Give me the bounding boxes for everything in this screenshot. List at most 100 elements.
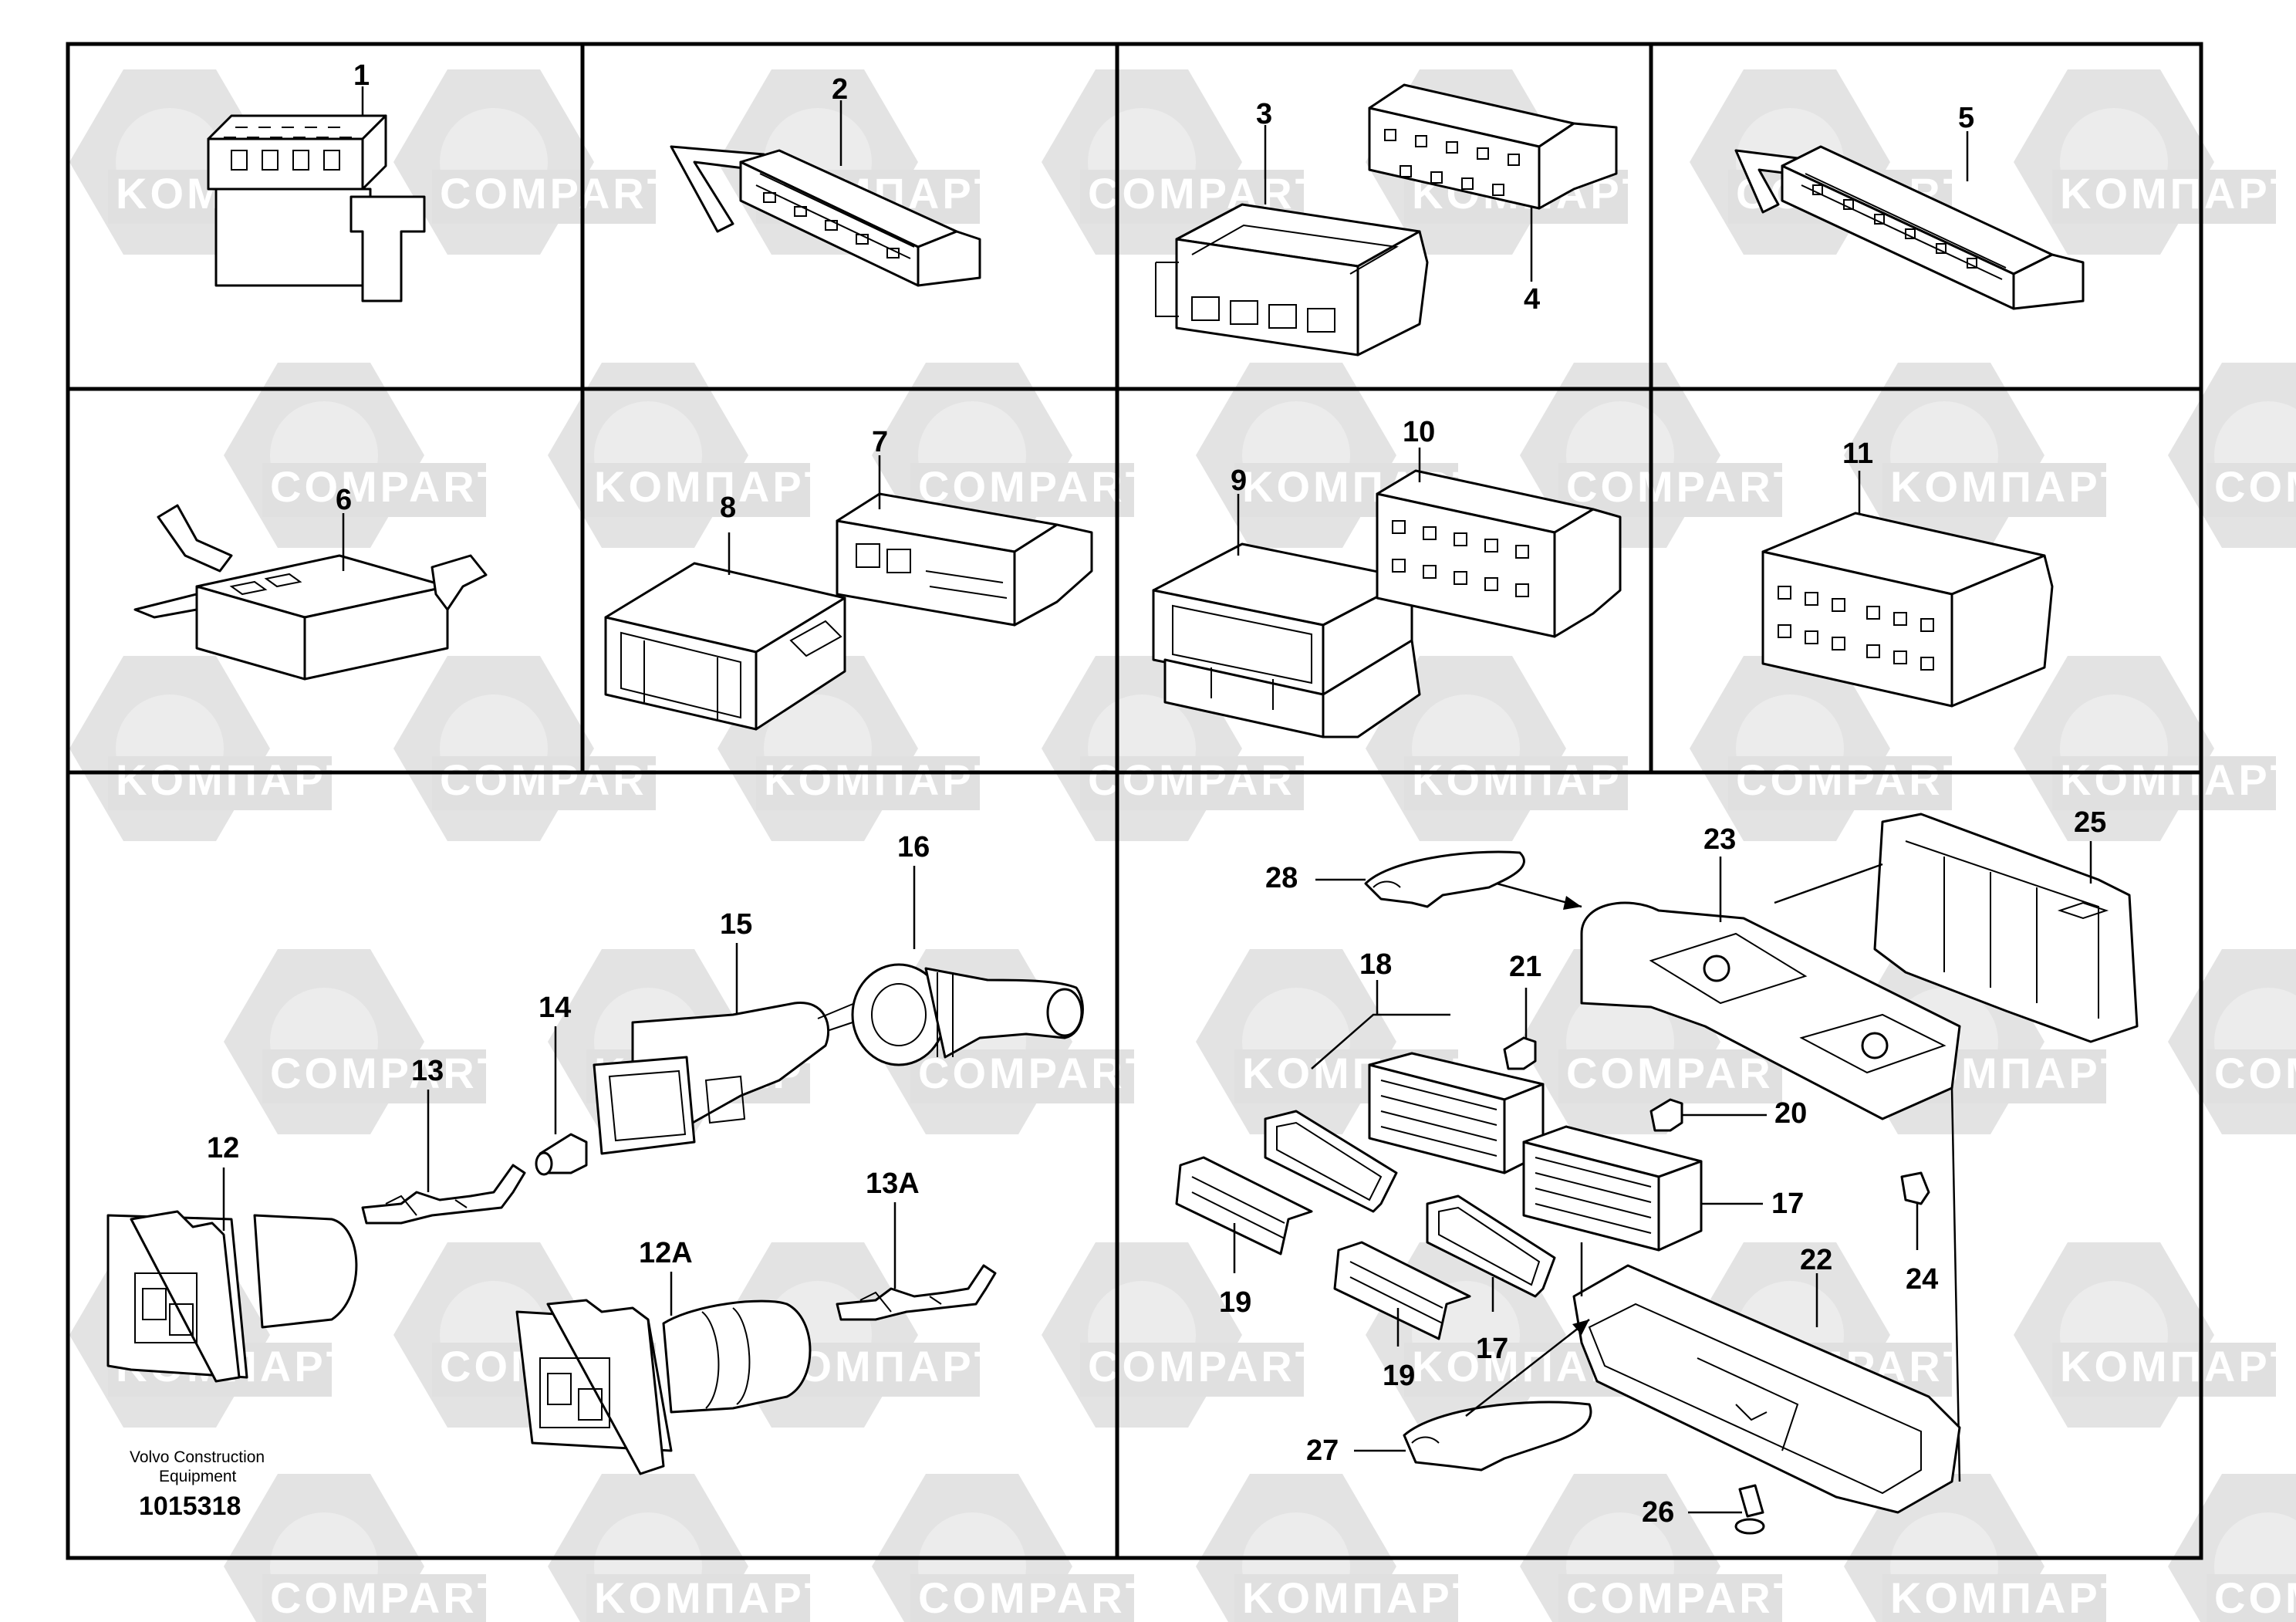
watermark-band	[1728, 756, 1952, 810]
watermark-text: COMPART	[270, 462, 507, 511]
part-24-clip	[1900, 1171, 1930, 1205]
part-26-screw	[1734, 1484, 1765, 1535]
watermark-text: KOMПAPT	[2060, 1342, 2296, 1391]
watermark-text: KOMПAPT	[594, 1573, 834, 1622]
part-6-connector	[133, 504, 488, 681]
part-19-seal-left	[1175, 1156, 1313, 1255]
part-18-ecu-connector	[1368, 1052, 1545, 1174]
part-1-connector	[207, 114, 426, 302]
watermark-band	[2207, 463, 2296, 517]
watermark-band	[1558, 463, 1782, 517]
part-gasket-right	[1426, 1195, 1556, 1298]
part-3-connector	[1155, 203, 1429, 357]
watermark-logo	[2168, 949, 2296, 1134]
watermark-band	[432, 756, 656, 810]
watermark-text: COMPART	[270, 1573, 507, 1622]
label-4: 4	[1524, 283, 1540, 316]
watermark-text: COMPART	[1566, 462, 1803, 511]
label-23: 23	[1703, 823, 1736, 856]
watermark-text: KOMПAPT	[2060, 755, 2296, 804]
part-9-connector	[1152, 542, 1421, 738]
watermark-text: KOMПAPT	[1890, 1573, 2130, 1622]
watermark-band	[2207, 1574, 2296, 1622]
watermark-text: KOMПAPT	[764, 755, 1004, 804]
caption-line-2: Equipment	[159, 1468, 237, 1485]
watermark-text: KOMПAPT	[594, 462, 834, 511]
watermark-text: KOMПAPT	[2060, 169, 2296, 218]
part-21-plug	[1503, 1036, 1537, 1070]
watermark-logo	[2014, 656, 2214, 841]
part-5-connector	[1734, 145, 2085, 310]
watermark-band	[1404, 756, 1628, 810]
watermark-band	[1882, 463, 2106, 517]
part-13a-terminal	[836, 1264, 997, 1321]
document-number: 1015318	[139, 1492, 241, 1521]
part-13-terminal	[361, 1164, 526, 1225]
watermark-logo	[2014, 69, 2214, 255]
watermark-band	[2207, 1049, 2296, 1103]
watermark-text: COMPART	[918, 1049, 1155, 1097]
part-12a-connector	[515, 1299, 812, 1475]
watermark-text: COMPART	[1088, 1342, 1325, 1391]
watermark-logo	[69, 656, 270, 841]
panel-grid	[66, 42, 2203, 1560]
watermark-text: COMPART	[1736, 755, 1973, 804]
watermark-band	[2052, 756, 2276, 810]
watermark-logo	[224, 949, 424, 1134]
label-8: 8	[720, 492, 736, 524]
label-25: 25	[2074, 806, 2106, 839]
part-27-cover-clip	[1403, 1401, 1592, 1472]
watermark-band	[262, 1574, 486, 1622]
watermark-band	[108, 756, 332, 810]
watermark-text: COMPART	[440, 755, 677, 804]
label-11: 11	[1842, 438, 1873, 470]
watermark-band	[262, 1049, 486, 1103]
label-16: 16	[897, 831, 930, 863]
part-28-cover-clip	[1364, 850, 1525, 908]
watermark-logo	[393, 656, 594, 841]
label-26: 26	[1642, 1496, 1674, 1529]
watermark-text: KOMПAPT	[1890, 462, 2130, 511]
watermark-text: COMPART	[270, 1049, 507, 1097]
part-8-connector	[604, 562, 846, 731]
watermark-text: COMPART	[918, 462, 1155, 511]
part-19-seal-right	[1333, 1241, 1471, 1340]
watermark-text: COMPART	[440, 169, 677, 218]
watermark-band	[2052, 170, 2276, 224]
part-12-connector	[106, 1210, 358, 1383]
label-14: 14	[539, 992, 571, 1024]
part-22-housing-base	[1572, 1264, 1961, 1514]
watermark-text: COMPART	[2214, 1573, 2296, 1622]
watermark-band	[910, 1049, 1134, 1103]
label-2: 2	[832, 73, 848, 106]
watermark-band	[586, 1574, 810, 1622]
watermark-text: COMPART	[2214, 1049, 2296, 1097]
watermark-text: KOMПAPT	[1412, 755, 1652, 804]
watermark-band	[1558, 1049, 1782, 1103]
label-6: 6	[336, 484, 352, 516]
label-17a: 17	[1771, 1188, 1804, 1220]
label-9: 9	[1231, 465, 1247, 497]
watermark-band	[910, 1574, 1134, 1622]
label-19b: 19	[1383, 1360, 1415, 1392]
part-23-housing-cover	[1580, 901, 1961, 1120]
watermark-band	[756, 756, 980, 810]
label-19a: 19	[1219, 1286, 1251, 1319]
label-7: 7	[872, 426, 888, 458]
label-5: 5	[1958, 102, 1974, 134]
part-16-boot	[851, 963, 1084, 1066]
watermark-band	[1882, 1574, 2106, 1622]
label-17b: 17	[1476, 1333, 1508, 1365]
watermark-text: COMPART	[918, 1573, 1155, 1622]
watermark-text: KOMПAPT	[1242, 1573, 1482, 1622]
watermark-band	[2052, 1343, 2276, 1397]
watermark-text: COMPART	[1566, 1573, 1803, 1622]
watermark-band	[586, 463, 810, 517]
label-22: 22	[1800, 1244, 1832, 1276]
part-17-ecu-connector	[1522, 1125, 1703, 1252]
label-27: 27	[1306, 1434, 1339, 1467]
watermark-logo	[1042, 1242, 1242, 1428]
label-15: 15	[720, 908, 752, 941]
part-11-connector	[1761, 512, 2054, 708]
